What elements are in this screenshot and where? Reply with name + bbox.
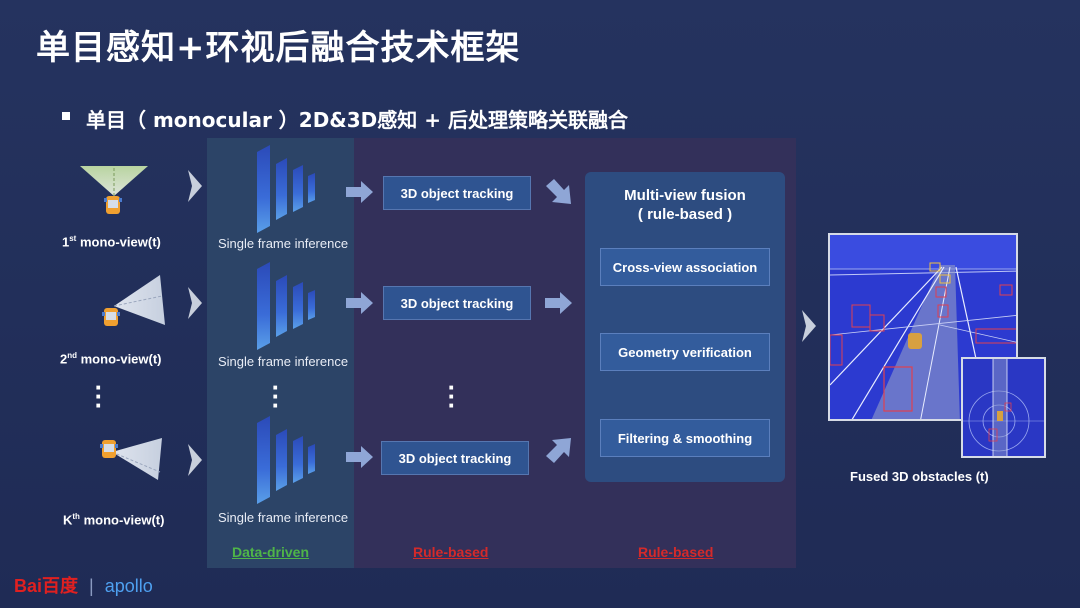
- view-label-1: 1st mono-view(t): [62, 234, 161, 250]
- arrow-right-icon: [346, 292, 373, 314]
- inference-label: Single frame inference: [218, 510, 349, 525]
- arrow-right-icon: [346, 181, 373, 203]
- fused-result-inset-image: [961, 357, 1046, 458]
- fusion-title: Multi-view fusion ( rule-based ): [624, 187, 746, 223]
- arrow-right-icon: [346, 446, 373, 468]
- slide-title: 单目感知+环视后融合技术框架: [36, 28, 521, 68]
- step-filtering-smoothing: Filtering & smoothing: [600, 419, 770, 457]
- inference-label: Single frame inference: [218, 354, 349, 369]
- arrow-right-icon: [545, 292, 572, 314]
- fused-result-image: [828, 233, 1018, 421]
- arrow-diag-up-icon: [546, 438, 571, 463]
- chevron-right-icon: [802, 310, 816, 342]
- chevron-right-icon: [188, 444, 202, 476]
- step-cross-view-association: Cross-view association: [600, 248, 770, 286]
- legend-rule-based: Rule-based: [413, 544, 489, 560]
- tracking-box: 3D object tracking: [383, 286, 531, 320]
- legend-rule-based: Rule-based: [638, 544, 714, 560]
- arrow-diag-down-icon: [546, 179, 571, 204]
- chevron-right-icon: [188, 170, 202, 202]
- tracking-box: 3D object tracking: [381, 441, 529, 475]
- view-label-k: Kth mono-view(t): [63, 512, 165, 528]
- bullet-marker: [62, 112, 70, 120]
- tracking-box: 3D object tracking: [383, 176, 531, 210]
- result-scene: [830, 235, 1016, 419]
- ellipsis-vertical: ···: [94, 372, 104, 420]
- view-label-2: 2nd mono-view(t): [60, 351, 162, 367]
- step-geometry-verification: Geometry verification: [600, 333, 770, 371]
- fused-obstacles-label: Fused 3D obstacles (t): [850, 469, 989, 484]
- camera-icon-front: [80, 166, 148, 214]
- legend-data-driven: Data-driven: [232, 544, 310, 560]
- cnn-stack-icon: [257, 145, 315, 233]
- inference-label: Single frame inference: [218, 236, 349, 251]
- ellipsis-vertical: ···: [271, 372, 281, 420]
- brand-logo: Bai百度 | apollo: [14, 576, 153, 596]
- camera-icon-rear: [100, 438, 162, 480]
- chevron-right-icon: [188, 287, 202, 319]
- camera-icon-side: [102, 275, 165, 326]
- slide-subtitle: 单目（ monocular ）2D&3D感知 + 后处理策略关联融合: [86, 108, 628, 132]
- cnn-stack-icon: [257, 262, 315, 350]
- ellipsis-vertical: ···: [447, 372, 457, 420]
- result-inset-scene: [963, 359, 1044, 456]
- cnn-stack-icon: [257, 416, 315, 504]
